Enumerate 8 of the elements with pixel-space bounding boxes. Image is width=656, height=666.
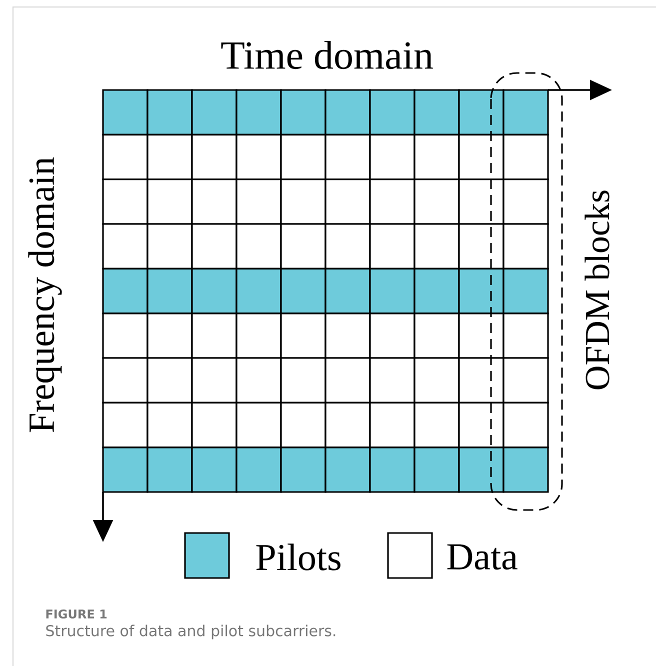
legend-label: Data bbox=[447, 544, 518, 570]
legend-label: Pilots bbox=[256, 544, 340, 570]
caption: Structure of data and pilot subcarriers. bbox=[46, 624, 336, 640]
axis-label: Frequency domain bbox=[28, 157, 62, 432]
dashed-outline bbox=[490, 72, 563, 511]
axis-label: Time domain bbox=[221, 40, 433, 70]
block-label: OFDM blocks bbox=[584, 190, 610, 390]
figure-number: FIGURE 1 bbox=[46, 609, 107, 619]
